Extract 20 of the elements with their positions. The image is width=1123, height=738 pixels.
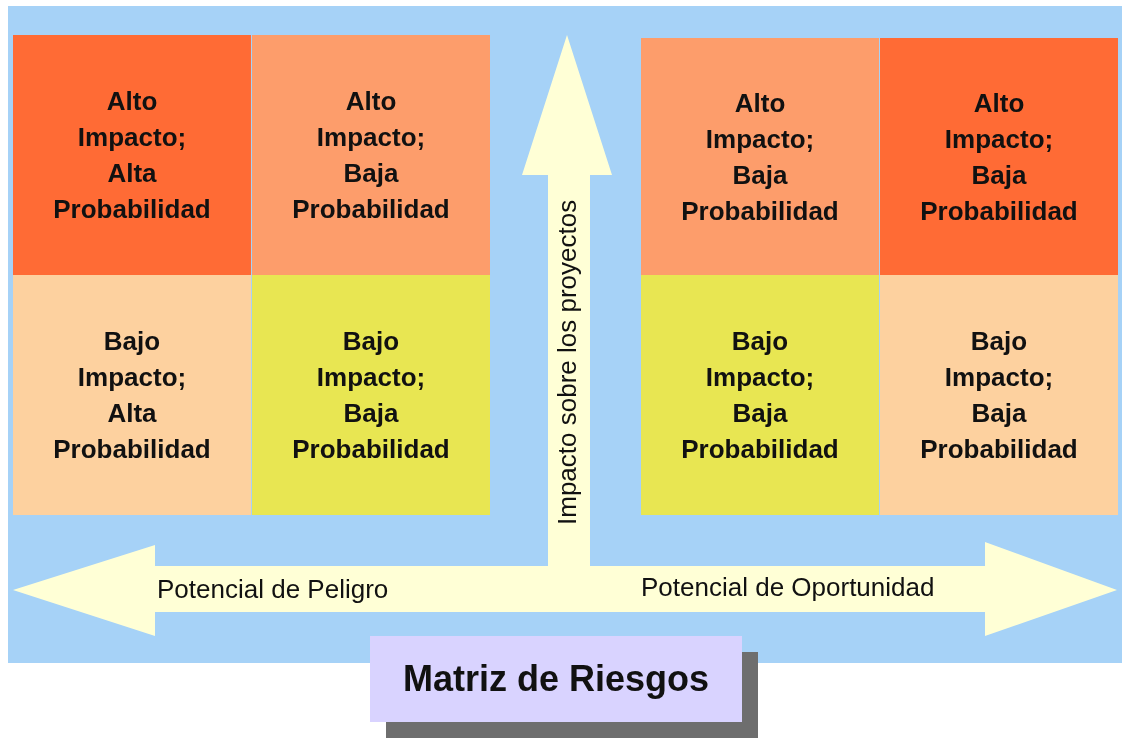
cell-text: Bajo Impacto; Baja Probabilidad [291,325,451,466]
matrix-cell [880,275,1118,515]
axis-label: Potencial de Peligro [157,574,389,605]
axis-label: Impacto sobre los proyectos [552,198,583,528]
matrix-cell [13,35,251,275]
axis-label: Potencial de Oportunidad [641,572,935,603]
cell-text: Alto Impacto; Alta Probabilidad [52,85,212,226]
matrix-cell [641,38,879,275]
cell-text: Bajo Impacto; Baja Probabilidad [680,325,840,466]
cell-text: Bajo Impacto; Alta Probabilidad [52,325,212,466]
matrix-cell [252,35,490,275]
matrix-cell [880,38,1118,275]
matrix-cell [252,275,490,515]
matrix-cell [13,275,251,515]
title-box: Matriz de Riesgos [370,636,742,722]
cell-text: Bajo Impacto; Baja Probabilidad [919,325,1079,466]
cell-text: Alto Impacto; Baja Probabilidad [680,86,840,228]
cell-text: Alto Impacto; Baja Probabilidad [291,85,451,226]
cell-text: Alto Impacto; Baja Probabilidad [919,86,1079,228]
matrix-cell [641,275,879,515]
